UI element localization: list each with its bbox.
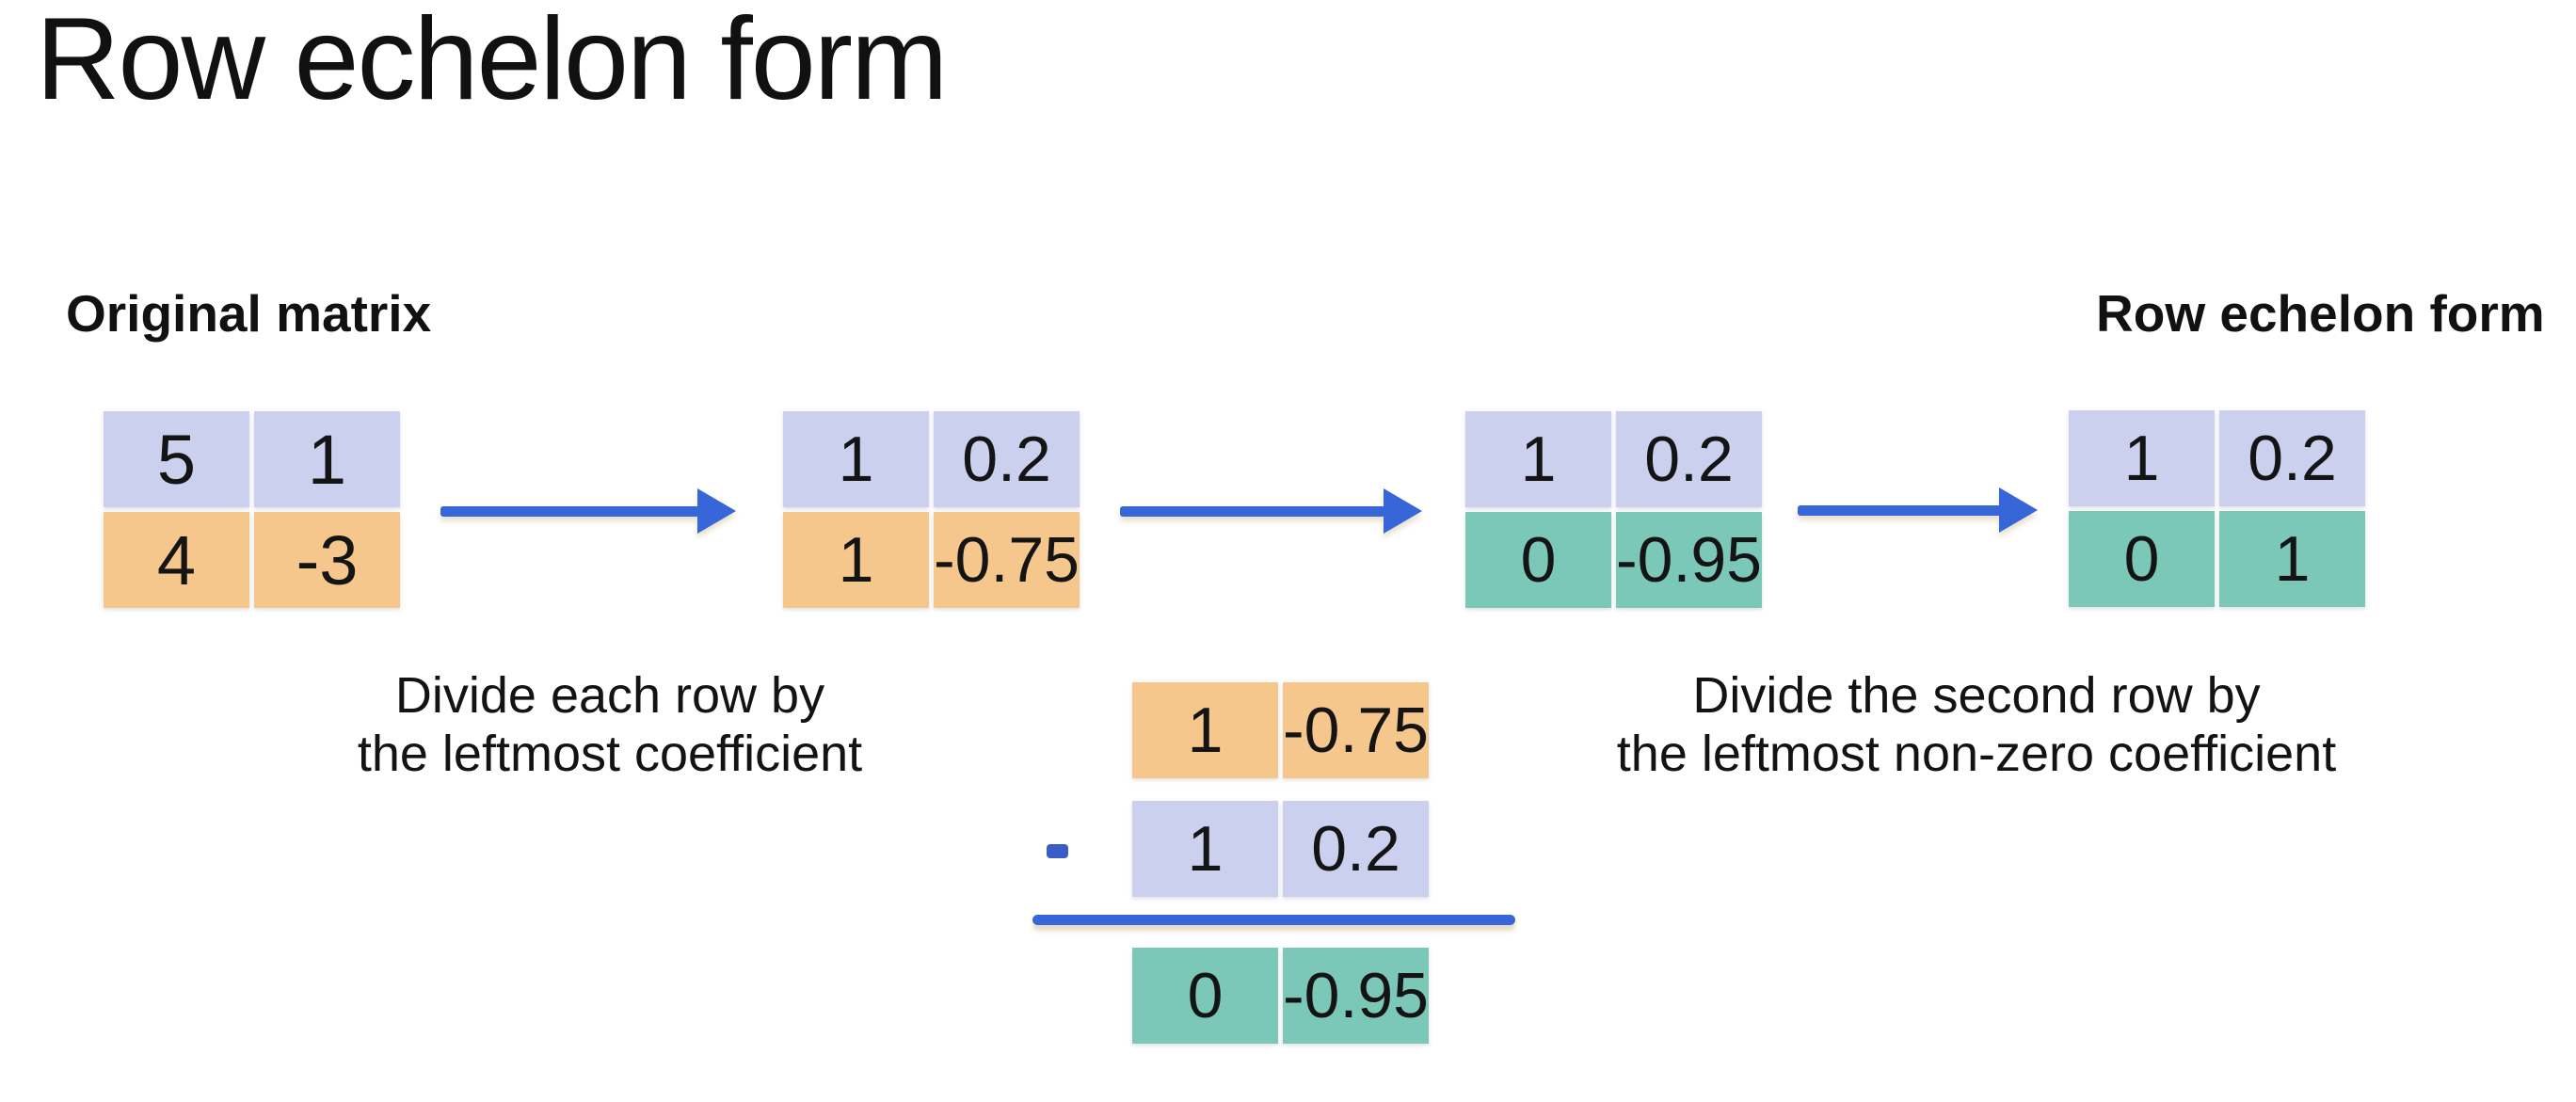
- arrow-shaft: [1120, 505, 1385, 517]
- slide-title: Row echelon form: [36, 0, 948, 124]
- arrow-step1-icon: [440, 488, 736, 534]
- matrix-cell: -0.75: [1283, 682, 1429, 778]
- matrix-row-top: 1 0.2: [1465, 411, 1762, 507]
- matrix-cell: 0: [1132, 948, 1278, 1044]
- subtraction-rule-line: [1032, 915, 1515, 925]
- matrix-cell: 5: [104, 411, 249, 507]
- label-original-matrix: Original matrix: [66, 284, 432, 343]
- subtraction-subtrahend-row: 1 0.2: [1132, 801, 1429, 897]
- matrix-row-bottom: 0 -0.95: [1465, 512, 1762, 608]
- matrix-cell: 0: [2069, 511, 2215, 607]
- matrix-cell: 1: [1465, 411, 1611, 507]
- matrix-cell: 1: [1132, 801, 1278, 897]
- matrix-cell: 1: [1132, 682, 1278, 778]
- arrow-head: [697, 488, 736, 534]
- matrix-cell: 0.2: [1283, 801, 1429, 897]
- matrix-cell: 1: [254, 411, 400, 507]
- arrow-shaft: [1798, 504, 2001, 516]
- matrix-cell: -0.95: [1616, 512, 1762, 608]
- caption-line: the leftmost non-zero coefficient: [1616, 726, 2337, 782]
- caption-line: the leftmost coefficient: [357, 726, 863, 782]
- caption-step2: Divide the second row by the leftmost no…: [1617, 666, 2336, 783]
- matrix-cell: 0: [1465, 512, 1611, 608]
- matrix-original: 5 1 4 -3: [104, 411, 400, 608]
- matrix-step2: 1 0.2 0 -0.95: [1465, 411, 1762, 608]
- subtraction-result-row: 0 -0.95: [1132, 948, 1429, 1044]
- matrix-row-top: 1 0.2: [783, 411, 1080, 507]
- matrix-cell: 0.2: [934, 411, 1080, 507]
- matrix-row-top: 1 0.2: [2069, 410, 2365, 506]
- matrix-cell: 0.2: [2219, 410, 2365, 506]
- minus-operator-icon: [1047, 844, 1068, 858]
- matrix-result: 1 0.2 0 1: [2069, 410, 2365, 607]
- label-row-echelon-form: Row echelon form: [2096, 284, 2545, 343]
- matrix-cell: 1: [783, 411, 929, 507]
- matrix-row-bottom: 0 1: [2069, 511, 2365, 607]
- matrix-cell: 1: [2069, 410, 2215, 506]
- caption-step1: Divide each row by the leftmost coeffici…: [358, 666, 862, 783]
- caption-line: Divide the second row by: [1692, 667, 2261, 724]
- matrix-cell: 4: [104, 512, 249, 608]
- arrow-shaft: [440, 505, 699, 517]
- arrow-step3-icon: [1798, 487, 2038, 533]
- matrix-row-top: 5 1: [104, 411, 400, 507]
- matrix-cell: -0.95: [1283, 948, 1429, 1044]
- matrix-cell: 1: [783, 512, 929, 608]
- matrix-row-bottom: 1 -0.75: [783, 512, 1080, 608]
- caption-line: Divide each row by: [394, 667, 825, 724]
- matrix-cell: 0.2: [1616, 411, 1762, 507]
- matrix-cell: -3: [254, 512, 400, 608]
- arrow-head: [1384, 488, 1422, 534]
- arrow-head: [1999, 487, 2038, 533]
- matrix-row-bottom: 4 -3: [104, 512, 400, 608]
- matrix-step1: 1 0.2 1 -0.75: [783, 411, 1080, 608]
- subtraction-minuend-row: 1 -0.75: [1132, 682, 1429, 778]
- matrix-cell: 1: [2219, 511, 2365, 607]
- arrow-step2-icon: [1120, 488, 1422, 534]
- matrix-cell: -0.75: [934, 512, 1080, 608]
